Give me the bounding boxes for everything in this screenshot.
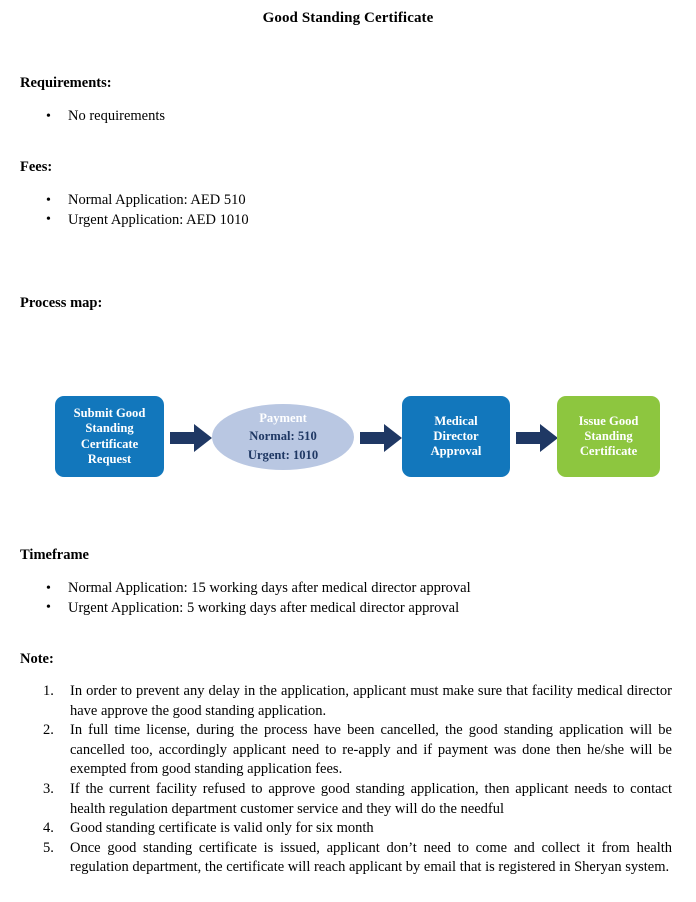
process-node-medical-director-approval: Medical Director Approval xyxy=(402,396,510,477)
process-node-line: Director xyxy=(433,428,479,443)
note-number: 5. xyxy=(43,839,54,856)
fees-list: Normal Application: AED 510 Urgent Appli… xyxy=(38,191,249,230)
list-item: Urgent Application: 5 working days after… xyxy=(46,598,471,619)
note-item: 5. Once good standing certificate is iss… xyxy=(40,839,672,878)
note-item: 1. In order to prevent any delay in the … xyxy=(40,682,672,721)
process-node-line: Request xyxy=(87,451,132,466)
process-node-line: Normal: 510 xyxy=(249,428,317,443)
process-node-title: Payment xyxy=(259,410,307,425)
process-node-line: Standing xyxy=(85,421,134,436)
list-item: Normal Application: AED 510 xyxy=(46,191,249,211)
note-text: If the current facility refused to appro… xyxy=(70,780,672,817)
process-node-line: Urgent: 1010 xyxy=(247,447,319,462)
process-node-line: Standing xyxy=(584,428,633,443)
note-number: 1. xyxy=(43,683,54,699)
flow-arrow-icon xyxy=(360,424,402,452)
process-node-line: Certificate xyxy=(80,436,139,451)
section-heading-process-map: Process map: xyxy=(20,295,103,311)
note-text: Good standing certificate is valid only … xyxy=(70,820,374,837)
process-node-payment: Payment Normal: 510 Urgent: 1010 xyxy=(212,404,354,470)
process-node-line: Certificate xyxy=(579,444,638,459)
note-list: 1. In order to prevent any delay in the … xyxy=(40,682,672,878)
list-item: Urgent Application: AED 1010 xyxy=(46,210,249,231)
note-text: Once good standing certificate is issued… xyxy=(70,839,672,876)
section-heading-fees: Fees: xyxy=(20,159,53,175)
flow-arrow-icon xyxy=(516,424,558,452)
section-heading-requirements: Requirements: xyxy=(20,75,112,91)
section-heading-timeframe: Timeframe xyxy=(20,547,89,563)
process-node-line: Medical xyxy=(434,413,478,428)
note-number: 2. xyxy=(43,722,54,739)
note-item: 2. In full time license, during the proc… xyxy=(40,721,672,780)
list-item: Normal Application: 15 working days afte… xyxy=(46,579,471,599)
process-node-line: Approval xyxy=(430,444,482,459)
timeframe-list: Normal Application: 15 working days afte… xyxy=(38,579,471,618)
process-node-issue-certificate: Issue Good Standing Certificate xyxy=(557,396,660,477)
note-number: 3. xyxy=(43,780,54,797)
list-item: No requirements xyxy=(46,107,165,127)
note-text: In full time license, during the process… xyxy=(70,722,672,778)
requirements-list: No requirements xyxy=(38,107,165,127)
process-node-line: Issue Good xyxy=(578,413,639,428)
process-node-line: Submit Good xyxy=(73,405,146,420)
page-title: Good Standing Certificate xyxy=(262,10,434,26)
note-item: 4. Good standing certificate is valid on… xyxy=(40,819,672,839)
note-item: 3. If the current facility refused to ap… xyxy=(40,780,672,819)
process-node-submit-request: Submit Good Standing Certificate Request xyxy=(55,396,164,477)
flow-arrow-icon xyxy=(170,424,212,452)
note-text: In order to prevent any delay in the app… xyxy=(70,683,672,719)
section-heading-note: Note: xyxy=(20,651,54,667)
note-number: 4. xyxy=(43,820,54,837)
